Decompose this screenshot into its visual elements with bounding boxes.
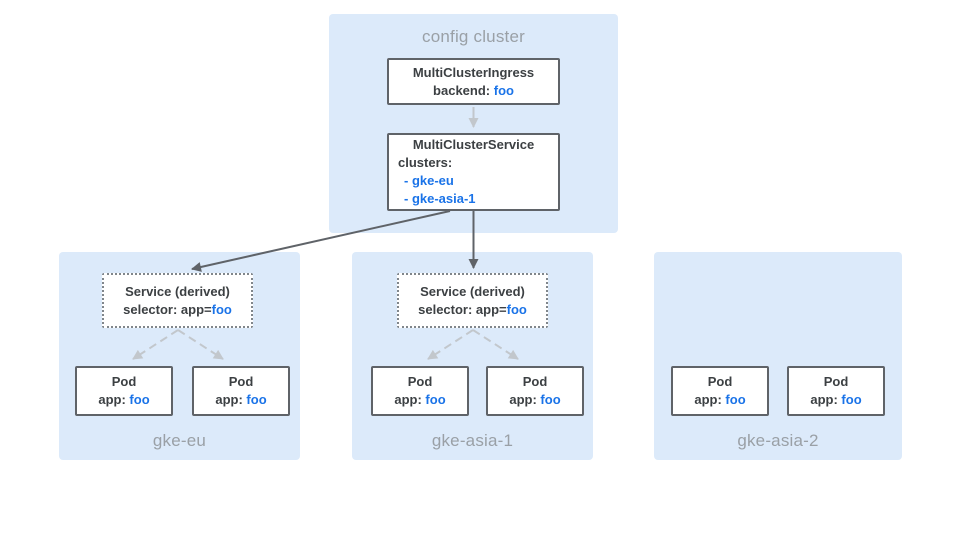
app-label: app: — [694, 392, 726, 407]
derived-service-selector: selector: app=foo — [104, 301, 251, 319]
pod-app-line: app: foo — [77, 391, 171, 409]
cluster-label-gke-asia-2: gke-asia-2 — [737, 431, 819, 450]
pod-box: Pod app: foo — [75, 366, 173, 416]
multi-cluster-ingress-box: MultiClusterIngress backend: foo — [387, 58, 560, 105]
app-label: app: — [98, 392, 130, 407]
cluster-panel-gke-asia-2 — [654, 252, 902, 460]
app-value: foo — [725, 392, 746, 407]
multi-cluster-ingress-title: MultiClusterIngress — [412, 64, 535, 80]
multi-cluster-service-title: MultiClusterService — [412, 137, 535, 152]
clusters-label: clusters: — [398, 155, 453, 170]
pod-title: Pod — [707, 374, 733, 389]
multi-cluster-service-box: MultiClusterService clusters: - gke-eu -… — [387, 133, 560, 211]
app-label: app: — [509, 392, 541, 407]
app-label: app: — [394, 392, 426, 407]
pod-title: Pod — [823, 374, 849, 389]
derived-service-box-gke-asia-1: Service (derived) selector: app=foo — [397, 273, 548, 328]
app-value: foo — [540, 392, 561, 407]
derived-service-title: Service (derived) — [420, 283, 525, 299]
pod-title: Pod — [111, 374, 137, 389]
pod-title: Pod — [407, 374, 433, 389]
app-label: app: — [810, 392, 842, 407]
derived-service-selector: selector: app=foo — [399, 301, 546, 319]
app-label: app: — [215, 392, 247, 407]
pod-box: Pod app: foo — [671, 366, 769, 416]
cluster-label-gke-asia-1: gke-asia-1 — [431, 431, 514, 450]
pod-box: Pod app: foo — [192, 366, 290, 416]
pod-app-line: app: foo — [789, 391, 883, 409]
backend-label: backend: — [433, 82, 494, 98]
app-value: foo — [425, 392, 446, 407]
derived-service-box-gke-eu: Service (derived) selector: app=foo — [102, 273, 253, 328]
app-value: foo — [841, 392, 862, 407]
cluster-list-item: - gke-asia-1 — [404, 191, 476, 206]
pod-box: Pod app: foo — [371, 366, 469, 416]
pod-title: Pod — [522, 374, 548, 389]
multi-cluster-ingress-backend: backend: foo — [389, 82, 558, 100]
pod-app-line: app: foo — [673, 391, 767, 409]
cluster-list-item: - gke-eu — [404, 173, 454, 188]
config-cluster-label: config cluster — [422, 27, 525, 46]
derived-service-title: Service (derived) — [125, 283, 230, 299]
pod-box: Pod app: foo — [486, 366, 584, 416]
app-value: foo — [129, 392, 150, 407]
selector-label: selector: app= — [123, 301, 212, 317]
pod-box: Pod app: foo — [787, 366, 885, 416]
app-value: foo — [246, 392, 267, 407]
pod-app-line: app: foo — [488, 391, 582, 409]
cluster-label-gke-eu: gke-eu — [152, 431, 207, 450]
pod-app-line: app: foo — [373, 391, 467, 409]
selector-value: foo — [506, 301, 527, 317]
pod-app-line: app: foo — [194, 391, 288, 409]
pod-title: Pod — [228, 374, 254, 389]
selector-label: selector: app= — [418, 301, 507, 317]
selector-value: foo — [211, 301, 232, 317]
backend-value: foo — [493, 82, 514, 98]
